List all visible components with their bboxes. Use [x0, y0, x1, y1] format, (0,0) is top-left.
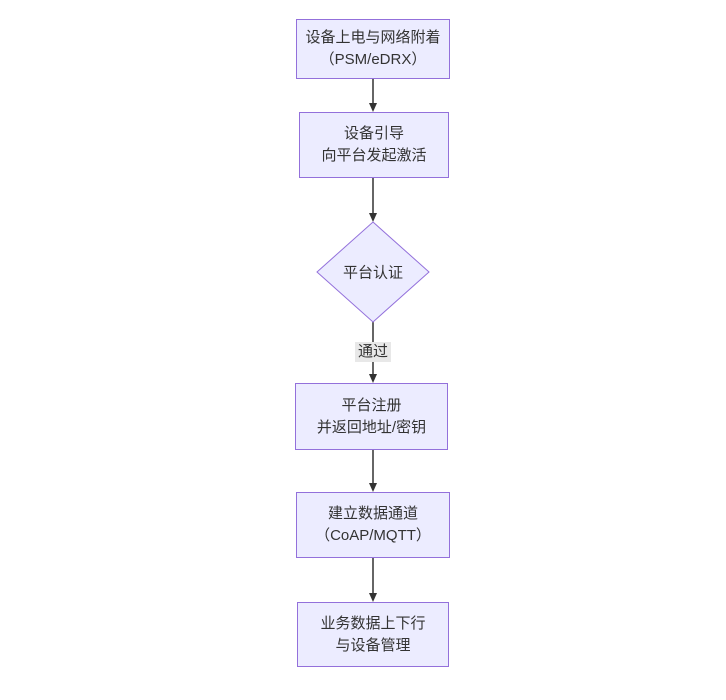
flow-node-business: 业务数据上下行 与设备管理: [297, 602, 449, 667]
node-text-line: 业务数据上下行: [320, 614, 426, 632]
arrowhead-icon: [369, 593, 377, 602]
node-text-line: 建立数据通道: [327, 505, 418, 522]
node-text-line: 与设备管理: [335, 636, 411, 654]
node-text-line: 设备引导: [343, 125, 404, 142]
node-text-line: 设备上电与网络附着: [305, 29, 441, 46]
edge-label-pass: 通过: [354, 342, 392, 362]
flow-node-register: 平台注册 并返回地址/密钥: [295, 383, 448, 450]
arrowhead-icon: [369, 213, 377, 222]
arrowhead-icon: [369, 483, 377, 492]
node-text-line: 向平台发起激活: [321, 147, 427, 164]
flow-node-bootstrap: 设备引导 向平台发起激活: [299, 112, 449, 178]
arrowhead-icon: [369, 103, 377, 112]
node-text-line: （PSM/eDRX）: [319, 51, 427, 68]
arrowhead-icon: [369, 374, 377, 383]
node-text-line: 并返回地址/密钥: [316, 418, 427, 436]
node-text-line: （CoAP/MQTT）: [315, 527, 431, 544]
node-text-line: 平台注册: [341, 396, 402, 414]
flow-node-data-channel: 建立数据通道 （CoAP/MQTT）: [296, 492, 450, 558]
flow-node-platform-auth-label: 平台认证: [342, 264, 404, 282]
flow-node-power-attach: 设备上电与网络附着 （PSM/eDRX）: [296, 19, 450, 79]
